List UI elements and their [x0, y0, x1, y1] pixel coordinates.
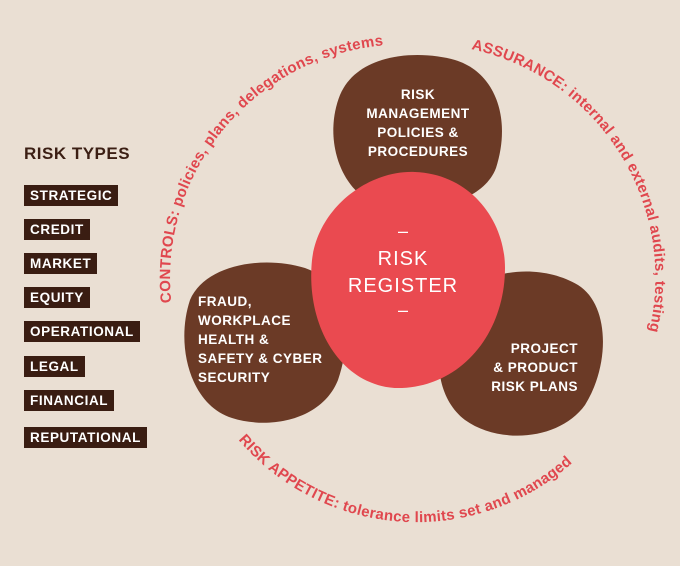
fraud-blob	[184, 262, 346, 423]
risk-type-strategic: STRATEGIC	[24, 185, 119, 206]
risk-type-equity: EQUITY	[24, 287, 90, 308]
register-title-line2: REGISTER	[348, 275, 458, 297]
svg-text:WORKPLACE: WORKPLACE	[198, 313, 291, 328]
svg-text:FRAUD,: FRAUD,	[198, 294, 252, 309]
register-dash-top: –	[398, 221, 408, 241]
risk-type-reputational: REPUTATIONAL	[24, 427, 147, 448]
appetite-arc-text: RISK APPETITE: tolerance limits set and …	[235, 431, 575, 526]
fraud-label: FRAUD, WORKPLACE HEALTH & SAFETY & CYBER…	[198, 294, 323, 385]
register-title-line1: RISK	[378, 248, 429, 270]
risk-register-label: – RISK REGISTER –	[348, 221, 458, 320]
svg-text:RISK PLANS: RISK PLANS	[491, 379, 578, 394]
risk-type-operational: OPERATIONAL	[24, 321, 140, 342]
svg-text:PROCEDURES: PROCEDURES	[368, 144, 468, 159]
risk-type-legal: LEGAL	[24, 356, 85, 377]
svg-text:SECURITY: SECURITY	[198, 370, 270, 385]
policies-label: RISK MANAGEMENT POLICIES & PROCEDURES	[366, 87, 469, 159]
svg-text:HEALTH &: HEALTH &	[198, 332, 269, 347]
policies-blob	[333, 55, 502, 209]
project-label: PROJECT & PRODUCT RISK PLANS	[491, 341, 578, 394]
risk-type-financial: FINANCIAL	[24, 390, 115, 411]
risk-type-market: MARKET	[24, 253, 98, 274]
svg-text:& PRODUCT: & PRODUCT	[493, 360, 578, 375]
risk-types-title: RISK TYPES	[24, 144, 131, 163]
register-dash-bottom: –	[398, 300, 408, 320]
svg-text:MANAGEMENT: MANAGEMENT	[366, 106, 469, 121]
risk-type-credit: CREDIT	[24, 219, 90, 240]
svg-text:RISK: RISK	[401, 87, 435, 102]
svg-text:SAFETY & CYBER: SAFETY & CYBER	[198, 351, 323, 366]
svg-text:POLICIES &: POLICIES &	[377, 125, 459, 140]
risk-register-blob	[311, 171, 505, 389]
svg-text:PROJECT: PROJECT	[511, 341, 579, 356]
